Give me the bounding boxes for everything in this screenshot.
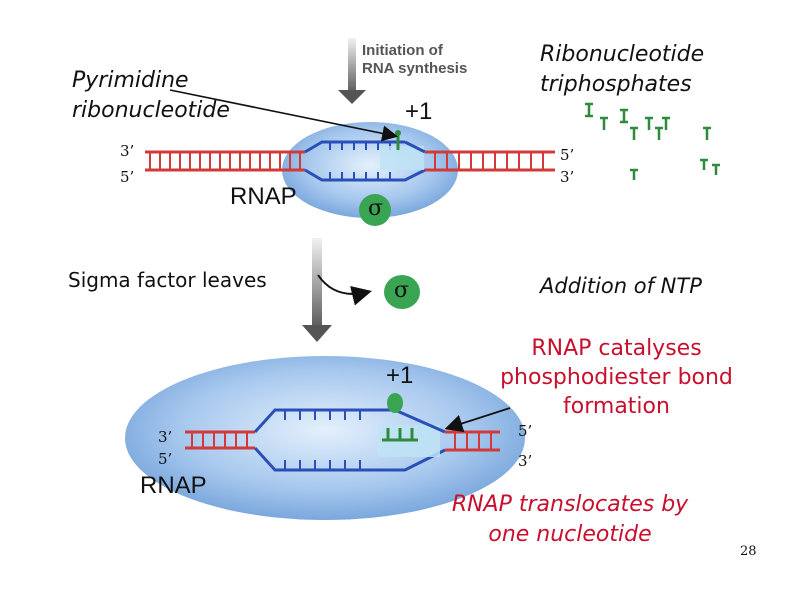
- bottom-left-5-prime: 5’: [158, 450, 173, 468]
- pyrimidine-line-2: ribonucleotide: [72, 98, 230, 123]
- sigma-label-mid: σ: [394, 278, 410, 303]
- pyrimidine-label: Pyrimidine ribonucleotide: [72, 66, 230, 126]
- gray-down-arrow-mid: [302, 238, 332, 342]
- initiation-label: Initiation of RNA synthesis: [362, 42, 467, 78]
- translocates-label: RNAP translocates by one nucleotide: [440, 490, 700, 550]
- page-number: 28: [740, 544, 757, 559]
- top-left-5-prime: 5’: [120, 168, 135, 186]
- ntp-molecules: [585, 102, 720, 180]
- dna-strands-top: [145, 130, 555, 182]
- initiation-line-1: Initiation of: [362, 42, 443, 59]
- catalyses-line-1: RNAP catalyses: [531, 336, 702, 361]
- initiation-line-2: RNA synthesis: [362, 60, 468, 77]
- sigma-label-top: σ: [368, 196, 384, 221]
- addition-of-ntp-label: Addition of NTP: [540, 274, 702, 298]
- rnap-label-top: RNAP: [230, 183, 297, 210]
- pointer-arrow-pyrimidine: [169, 89, 399, 142]
- rnap-enzyme-bottom: [125, 356, 525, 520]
- pointer-arrow-catalyses: [444, 407, 511, 433]
- sigma-factor-leaves-label: Sigma factor leaves: [68, 268, 267, 292]
- plus-one-top: +1: [405, 98, 433, 125]
- gray-down-arrow-top: [338, 38, 366, 104]
- plus-one-bottom: +1: [386, 362, 414, 389]
- sigma-factor-top: [359, 194, 391, 226]
- top-right-5-prime: 5’: [560, 146, 575, 164]
- catalyses-label: RNAP catalyses phosphodiester bond forma…: [484, 334, 749, 421]
- sigma-leave-arrow: [317, 274, 372, 306]
- bottom-left-3-prime: 3’: [158, 428, 173, 446]
- triphosphates-line-1: Ribonucleotide: [540, 42, 705, 67]
- triphosphates-line-2: triphosphates: [540, 72, 692, 97]
- bottom-right-5-prime: 5’: [518, 422, 533, 440]
- rnap-label-bottom: RNAP: [140, 472, 207, 499]
- translocates-line-1: RNAP translocates by: [451, 492, 689, 517]
- bottom-right-3-prime: 3’: [518, 452, 533, 470]
- incoming-ntp-bottom: [387, 393, 403, 413]
- pyrimidine-line-1: Pyrimidine: [72, 68, 189, 93]
- catalyses-line-2: phosphodiester bond: [500, 365, 733, 390]
- top-left-3-prime: 3’: [120, 142, 135, 160]
- top-right-3-prime: 3’: [560, 168, 575, 186]
- sigma-factor-mid: [384, 275, 420, 309]
- triphosphates-label: Ribonucleotide triphosphates: [540, 40, 704, 100]
- dna-strands-bottom: [185, 408, 500, 472]
- translocates-line-2: one nucleotide: [488, 522, 652, 547]
- catalyses-line-3: formation: [563, 394, 670, 419]
